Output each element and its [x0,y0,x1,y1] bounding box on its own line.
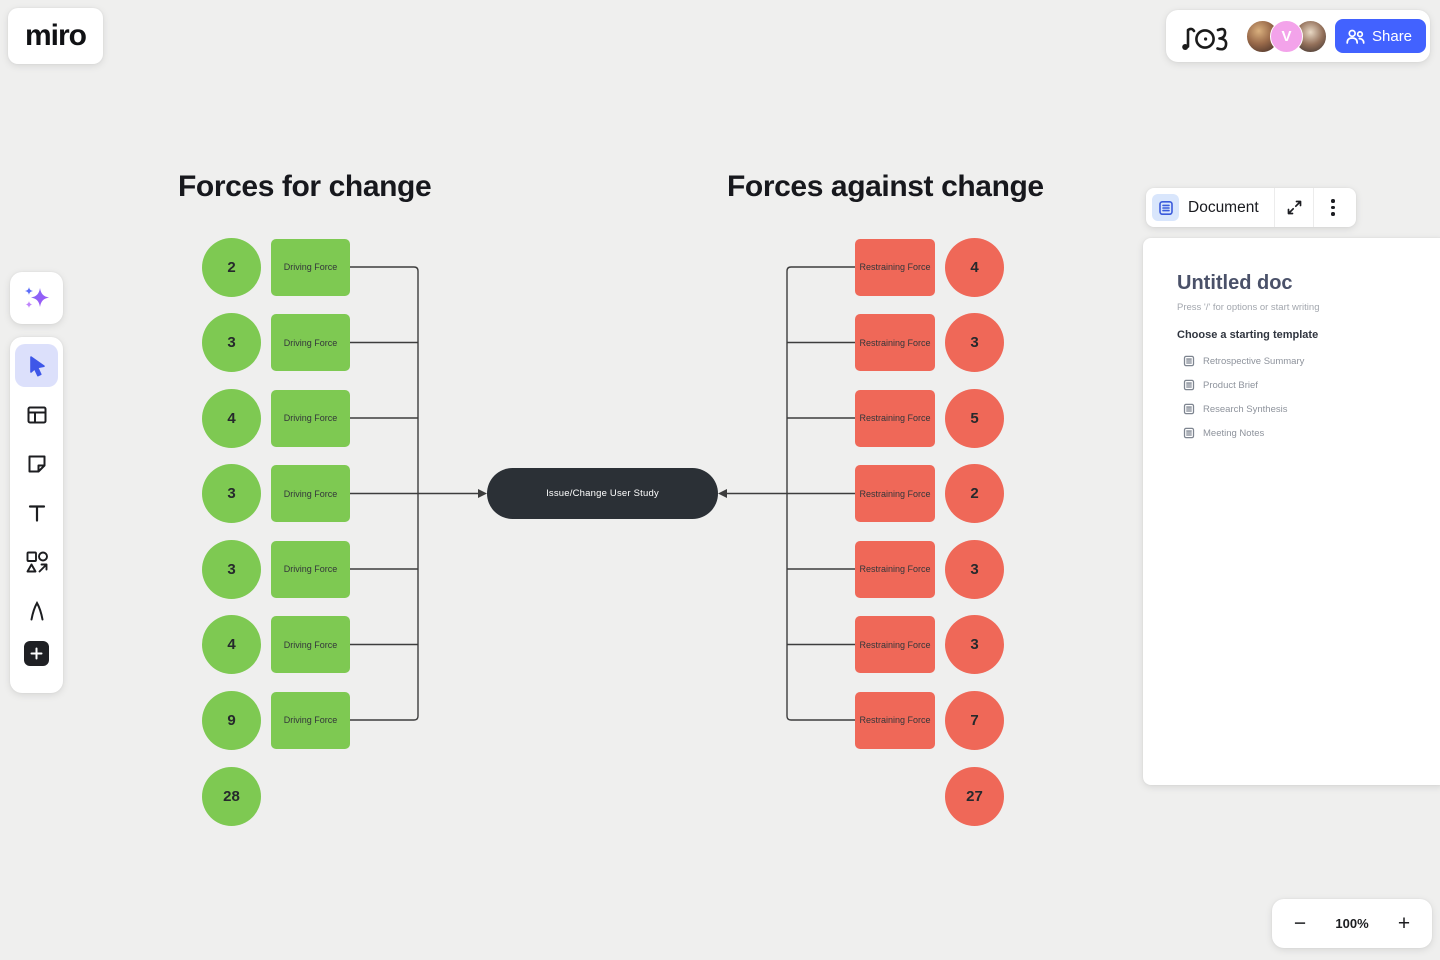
restraining-force-card[interactable]: Restraining Force [855,314,935,371]
document-chip [1152,194,1179,221]
arrowhead-right [718,489,727,498]
driving-force-card[interactable]: Driving Force [271,540,350,598]
restraining-score-circle[interactable]: 3 [945,313,1004,372]
driving-force-card[interactable]: Driving Force [271,314,350,371]
restraining-force-card[interactable]: Restraining Force [855,616,935,673]
cursor-icon [29,355,45,376]
tool-templates[interactable] [14,390,59,439]
restraining-score-circle[interactable]: 3 [945,539,1004,599]
shapes-icon [26,551,48,572]
tool-text[interactable] [14,488,59,537]
collaborator-avatars: V [1246,19,1327,53]
document-panel-header: Document [1146,188,1356,227]
ai-assistant-card [10,272,63,324]
center-node[interactable]: Issue/Change User Study [487,468,718,519]
driving-score-circle[interactable]: 4 [202,388,261,448]
tool-shapes[interactable] [14,537,59,586]
driving-score-circle[interactable]: 2 [202,237,261,297]
driving-total-circle[interactable]: 28 [202,767,261,826]
doc-hint: Press '/' for options or start writing [1177,302,1320,313]
restraining-score-circle[interactable]: 2 [945,464,1004,523]
template-list: Retrospective Summary Product Brief Rese… [1177,349,1440,445]
pen-icon [30,600,43,620]
expand-icon [1287,200,1301,215]
document-panel-title: Document [1188,198,1259,216]
driving-score-circle[interactable]: 3 [202,539,261,599]
restraining-total-circle[interactable]: 27 [945,767,1004,826]
heading-forces-against-change[interactable]: Forces against change [727,170,1044,203]
zoom-controls: − 100% + [1272,899,1432,948]
tool-palette [10,337,63,693]
share-label: Share [1372,27,1413,45]
restraining-score-circle[interactable]: 3 [945,615,1004,674]
arrowhead-left [478,489,487,498]
driving-force-card[interactable]: Driving Force [271,238,350,296]
template-doc-icon [1183,379,1195,391]
zoom-level[interactable]: 100% [1335,916,1369,931]
restraining-force-card[interactable]: Restraining Force [855,389,935,447]
driving-score-circle[interactable]: 9 [202,690,261,750]
restraining-score-circle[interactable]: 7 [945,690,1004,750]
template-doc-icon [1183,403,1195,415]
miro-logo-text: miro [24,19,87,52]
template-list-item[interactable]: Retrospective Summary [1183,349,1440,373]
driving-force-card[interactable]: Driving Force [271,616,350,673]
template-list-item[interactable]: Research Synthesis [1183,397,1440,421]
restraining-force-card[interactable]: Restraining Force [855,540,935,598]
templates-heading: Choose a starting template [1177,329,1319,341]
panel-menu-button[interactable] [1314,188,1352,227]
tool-pen[interactable] [14,586,59,635]
driving-score-circle[interactable]: 4 [202,615,261,674]
sticky-note-icon [28,455,45,472]
restraining-force-card[interactable]: Restraining Force [855,465,935,522]
avatar-user-v[interactable]: V [1270,19,1303,53]
kebab-icon [1331,199,1335,216]
template-list-item[interactable]: Product Brief [1183,373,1440,397]
plus-icon [30,647,43,660]
ai-sparkles-icon[interactable] [22,283,52,313]
tool-add[interactable] [24,641,49,666]
restraining-force-card[interactable]: Restraining Force [855,691,935,749]
template-doc-icon [1183,355,1195,367]
topbar: V Share [1166,10,1430,62]
template-list-item[interactable]: Meeting Notes [1183,421,1440,445]
doodle-icon[interactable] [1178,18,1232,54]
document-icon [1158,200,1173,215]
doc-title[interactable]: Untitled doc [1177,272,1293,294]
driving-score-circle[interactable]: 3 [202,313,261,372]
zoom-out-button[interactable]: − [1286,913,1314,934]
restraining-score-circle[interactable]: 4 [945,237,1004,297]
template-doc-icon [1183,427,1195,439]
driving-force-card[interactable]: Driving Force [271,691,350,749]
restraining-score-circle[interactable]: 5 [945,388,1004,448]
share-people-icon [1346,29,1365,44]
share-button[interactable]: Share [1335,19,1427,53]
restraining-force-card[interactable]: Restraining Force [855,238,935,296]
expand-panel-button[interactable] [1275,188,1313,227]
document-panel: Untitled doc Press '/' for options or st… [1143,238,1440,785]
driving-force-card[interactable]: Driving Force [271,465,350,522]
tool-select[interactable] [14,341,59,390]
miro-logo[interactable]: miro [8,8,103,64]
tool-sticky-note[interactable] [14,439,59,488]
heading-forces-for-change[interactable]: Forces for change [178,170,432,203]
driving-score-circle[interactable]: 3 [202,464,261,523]
templates-icon [27,406,46,423]
zoom-in-button[interactable]: + [1390,913,1418,934]
driving-force-card[interactable]: Driving Force [271,389,350,447]
text-icon [28,504,45,522]
